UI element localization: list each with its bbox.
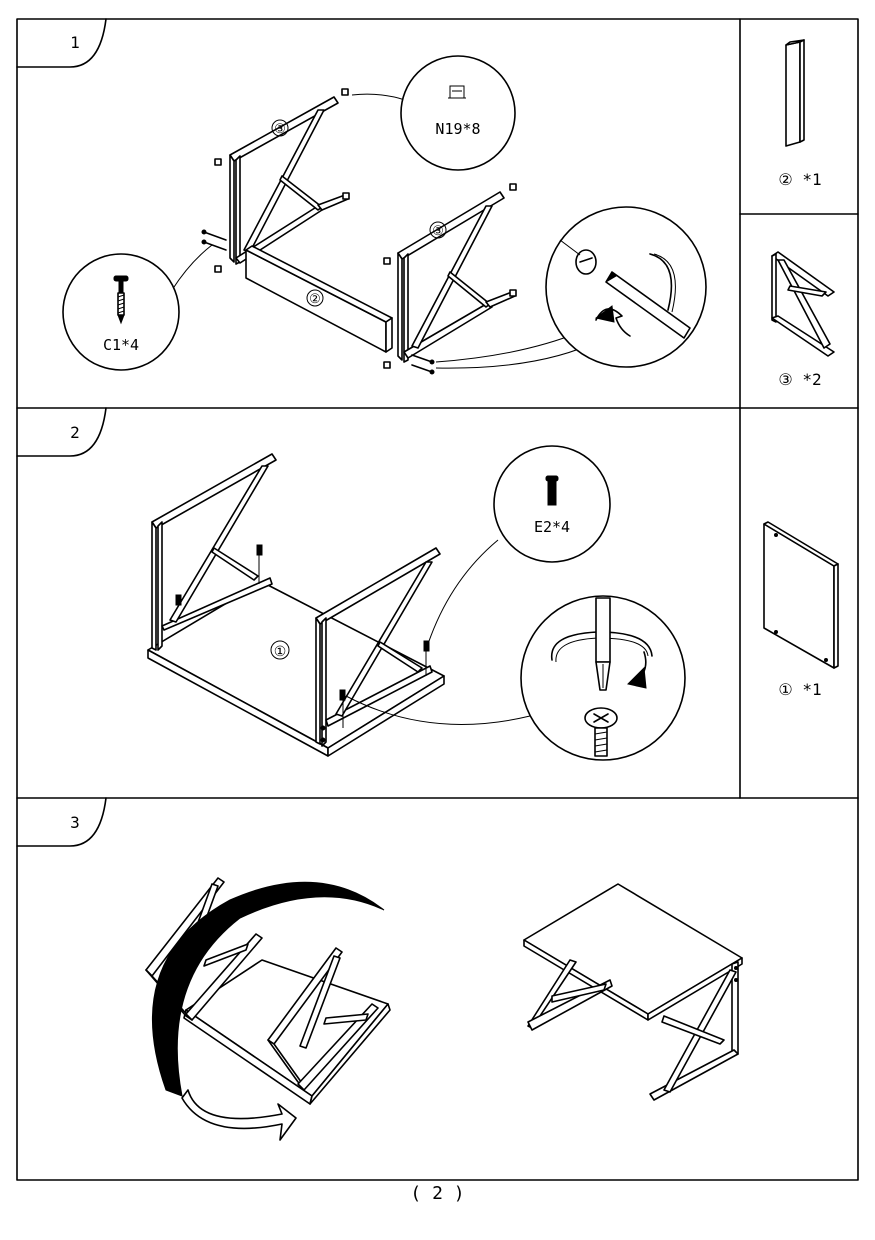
- step-2-illustration: ①: [147, 453, 531, 757]
- screwdriver-icon: [605, 271, 691, 339]
- step-3-tab: 3: [16, 797, 107, 847]
- bolt-icon: [113, 275, 129, 325]
- screwdriver-detail-2: [520, 595, 686, 761]
- step-2-number: 2: [70, 423, 80, 442]
- screwdriver-detail-1: [545, 206, 707, 368]
- cam-lock-icon: [559, 239, 597, 275]
- page-frame: [16, 18, 859, 1181]
- part-3-thumbnail: ③ *2: [771, 251, 835, 389]
- part-1-thumbnail: ① *1: [763, 521, 839, 699]
- step-1-number: 1: [70, 33, 80, 52]
- callout-e2-label: E2*4: [534, 518, 570, 536]
- flip-arrow-icon: [151, 881, 385, 1097]
- desk-screws: [175, 544, 430, 743]
- part1-marker: ①: [274, 644, 287, 660]
- screw-icon: [545, 475, 559, 506]
- right-leg-frame: ③: [383, 183, 517, 369]
- step-2-tab: 2: [16, 407, 107, 457]
- part-2-thumbnail: ② *1: [778, 39, 822, 189]
- callout-c1-label: C1*4: [103, 336, 139, 354]
- callout-leveler-feet: N19*8: [400, 55, 516, 171]
- rotate-arrow-icon-2: [627, 666, 647, 689]
- part2-marker: ②: [309, 292, 321, 307]
- part-2-label: ② *1: [778, 170, 821, 189]
- screw-head-icon: [584, 707, 618, 757]
- step-1-illustration: ③ ② ③: [171, 88, 601, 375]
- callout-bolts: C1*4: [62, 253, 180, 371]
- rotate-outline-arrow-icon: [181, 1089, 297, 1141]
- leveler-foot-icon: [448, 85, 466, 99]
- step-3-number: 3: [70, 813, 80, 832]
- part-3-label: ③ *2: [778, 370, 821, 389]
- part3-marker-right: ③: [432, 224, 444, 239]
- bolts-right: [411, 354, 435, 375]
- part-1-label: ① *1: [778, 680, 821, 699]
- screwdriver-icon-2: [595, 597, 611, 691]
- part3-marker-left: ③: [274, 122, 286, 137]
- callout-n19-label: N19*8: [435, 120, 480, 138]
- step-3-flip-illustration: [145, 877, 391, 1141]
- modesty-panel: ②: [245, 245, 393, 353]
- step-1-tab: 1: [16, 18, 107, 68]
- bolts-left: [201, 229, 227, 251]
- rotate-arrow-icon: [594, 305, 615, 323]
- left-leg-frame: ③: [214, 88, 350, 273]
- page-number: ( 2 ): [410, 1183, 465, 1204]
- step-3-desk-upright: [523, 883, 743, 1101]
- callout-screws: E2*4: [493, 445, 611, 563]
